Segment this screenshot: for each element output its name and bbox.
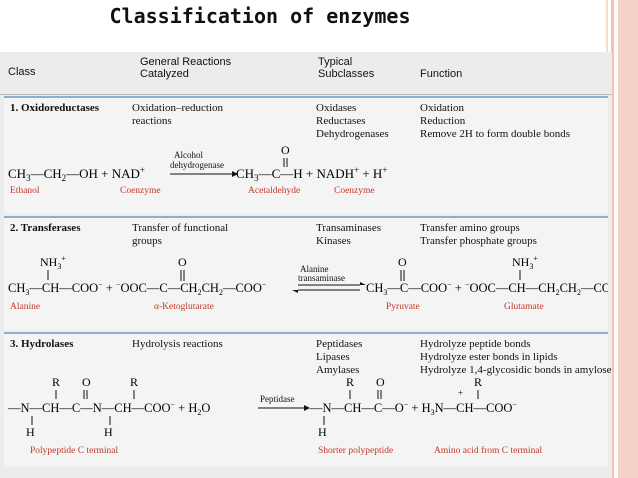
decorative-stripe (618, 0, 638, 478)
header-typical-2: Subclasses (318, 68, 375, 80)
compound-label: Ethanol (10, 186, 40, 196)
compound-label: Polypeptide C terminal (30, 446, 119, 456)
function: Hydrolyze peptide bonds (420, 338, 531, 350)
svg-text:O: O (281, 143, 290, 157)
general-reaction: groups (132, 235, 162, 247)
function: Oxidation (420, 102, 464, 114)
function: Remove 2H to form double bonds (420, 128, 571, 140)
svg-text:R: R (474, 375, 482, 389)
page-title: Classification of enzymes (109, 4, 411, 28)
compound-label: Glutamate (504, 302, 544, 312)
compound-label: Acetaldehyde (248, 186, 301, 196)
header-class: Class (8, 66, 36, 78)
compound-label: Shorter polypeptide (318, 446, 394, 456)
table-header: Class General Reactions Catalyzed Typica… (0, 52, 612, 95)
header-function: Function (420, 68, 463, 80)
row-name: 1. Oxidoreductases (10, 102, 100, 114)
row-name: 3. Hydrolases (10, 338, 74, 350)
function: Reduction (420, 115, 466, 127)
svg-text:R: R (130, 375, 138, 389)
row-oxidoreductases: 1. Oxidoreductases Oxidation–reduction r… (4, 96, 608, 214)
svg-text:CH3—CH2—OH + NAD+: CH3—CH2—OH + NAD+ (8, 165, 145, 183)
enzyme-table: Class General Reactions Catalyzed Typica… (0, 52, 612, 478)
row-transferases: 2. Transferases Transfer of functional g… (4, 216, 608, 330)
subclass: Oxidases (316, 102, 357, 114)
svg-text:O: O (376, 375, 385, 389)
general-reaction: Oxidation–reduction (132, 102, 224, 114)
svg-text:—N—CH—C—O− + H3N—CH—COO−: —N—CH—C—O− + H3N—CH—COO− (309, 400, 517, 417)
svg-text:NH3+: NH3+ (512, 254, 538, 271)
subclass: Peptidases (316, 338, 363, 350)
row-hydrolases: 3. Hydrolases Hydrolysis reactions Pepti… (4, 332, 612, 466)
function: Hydrolyze 1,4-glycosidic bonds in amylos… (420, 364, 612, 376)
enzyme-name: Alcohol (174, 150, 203, 160)
svg-text:CH3—CH—COO− + −OOC—C—CH2CH2—: CH3—CH—COO− + −OOC—C—CH2CH2—COO− (8, 280, 267, 297)
svg-text:O: O (82, 375, 91, 389)
general-reaction: reactions (132, 115, 172, 127)
svg-text:O: O (178, 255, 187, 269)
svg-text:R: R (52, 375, 60, 389)
svg-text:R: R (346, 375, 354, 389)
svg-text:NH3+: NH3+ (40, 254, 66, 271)
compound-label: Coenzyme (120, 186, 161, 196)
svg-text:H: H (318, 425, 327, 439)
subclass: Lipases (316, 351, 350, 363)
header-general-2: Catalyzed (140, 68, 189, 80)
general-reaction: Hydrolysis reactions (132, 338, 223, 350)
svg-text:+: + (458, 388, 463, 398)
svg-text:O: O (398, 255, 407, 269)
svg-text:CH3—C—H + NADH+ + H+: CH3—C—H + NADH+ + H+ (236, 165, 387, 183)
svg-text:CH3—C—COO− + −OOC—CH—CH2CH2—: CH3—C—COO− + −OOC—CH—CH2CH2—COO− (366, 280, 608, 297)
compound-label: α-Ketoglutarate (154, 302, 214, 312)
reaction-equation: CH3—CH2—OH + NAD+ CH3—C—H + NADH+ + H+ O (8, 143, 387, 183)
svg-text:—N—CH—C—N—CH—COO− + H2O: —N—CH—C—N—CH—COO− + H2O (7, 400, 210, 417)
function: Hydrolyze ester bonds in lipids (420, 351, 558, 363)
svg-text:H: H (26, 425, 35, 439)
compound-label: Amino acid from C terminal (434, 446, 543, 456)
header-general-1: General Reactions (140, 56, 232, 68)
function: Transfer amino groups (420, 222, 520, 234)
enzyme-name: dehydrogenase (170, 160, 224, 170)
reaction-equation: NH3+ CH3—CH—COO− + −OOC—C—CH2CH2—COO− O … (8, 254, 608, 297)
compound-label: Coenzyme (334, 186, 375, 196)
general-reaction: Transfer of functional (132, 222, 229, 234)
enzyme-name: Peptidase (260, 394, 295, 404)
subclass: Transaminases (316, 222, 381, 234)
compound-label: Alanine (10, 302, 41, 312)
subclass: Dehydrogenases (316, 128, 389, 140)
subclass: Reductases (316, 115, 366, 127)
subclass: Amylases (316, 364, 360, 376)
enzyme-name: transaminase (298, 273, 345, 283)
decorative-stripe (611, 0, 614, 478)
subclass: Kinases (316, 235, 351, 247)
function: Transfer phosphate groups (420, 235, 537, 247)
row-name: 2. Transferases (10, 222, 81, 234)
svg-text:H: H (104, 425, 113, 439)
enzyme-name: Alanine (300, 264, 329, 274)
compound-label: Pyruvate (386, 302, 420, 312)
reaction-equation: R O R —N—CH—C—N—CH—COO− + H2O H H R O —N… (7, 375, 517, 439)
header-typical-1: Typical (318, 56, 353, 68)
